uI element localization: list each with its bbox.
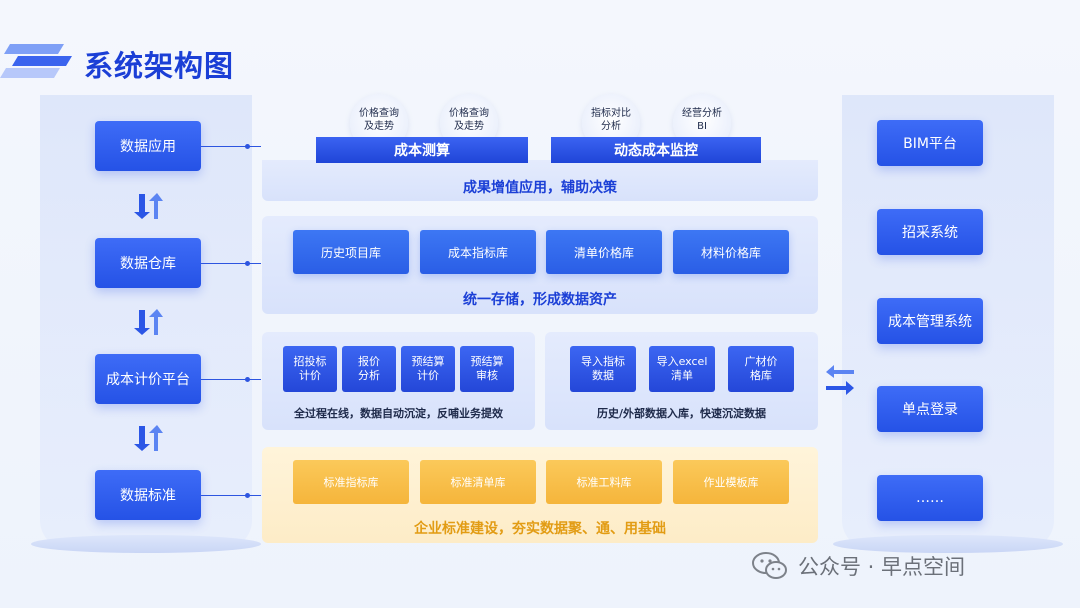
connector-dot [245, 144, 250, 149]
card-history-project-library[interactable]: 历史项目库 [293, 230, 409, 274]
page-title: 系统架构图 [84, 49, 235, 83]
card-standard-material-library[interactable]: 标准工料库 [546, 460, 662, 504]
watermark-text: 公众号 · 早点空间 [798, 555, 966, 579]
card-standard-bill-library[interactable]: 标准清单库 [420, 460, 536, 504]
wechat-icon [752, 552, 787, 579]
title-stripes-icon [0, 44, 72, 78]
card-settlement-audit[interactable]: 预结算 审核 [460, 346, 514, 392]
up-down-arrow-icon [134, 193, 163, 219]
standard-layer-caption: 企业标准建设，夯实数据聚、通、用基础 [414, 521, 666, 537]
right-item-cost-management-system[interactable]: 成本管理系统 [877, 298, 983, 344]
left-item-data-application[interactable]: 数据应用 [95, 121, 201, 171]
connector-line [201, 379, 261, 380]
top-layer-caption: 成果增值应用，辅助决策 [463, 180, 617, 196]
card-cost-indicator-library[interactable]: 成本指标库 [420, 230, 536, 274]
storage-layer-caption: 统一存储，形成数据资产 [463, 292, 617, 308]
card-import-indicator-data[interactable]: 导入指标 数据 [570, 346, 636, 392]
up-down-arrow-icon [134, 425, 163, 451]
header-dynamic-cost-monitoring[interactable]: 动态成本监控 [551, 137, 761, 163]
card-import-excel-bill[interactable]: 导入excel 清单 [649, 346, 715, 392]
right-column-base [833, 535, 1063, 553]
watermark: 公众号 · 早点空间 [752, 551, 965, 581]
card-work-template-library[interactable]: 作业模板库 [673, 460, 789, 504]
card-bidding-pricing[interactable]: 招投标 计价 [283, 346, 337, 392]
right-item-more[interactable]: …… [877, 475, 983, 521]
card-settlement-pricing[interactable]: 预结算 计价 [401, 346, 455, 392]
card-standard-indicator-library[interactable]: 标准指标库 [293, 460, 409, 504]
card-material-price-library[interactable]: 材料价格库 [673, 230, 789, 274]
right-item-procurement-system[interactable]: 招采系统 [877, 209, 983, 255]
left-right-arrow-icon [826, 365, 854, 395]
up-down-arrow-icon [134, 309, 163, 335]
connector-line [201, 146, 261, 147]
right-item-single-sign-on[interactable]: 单点登录 [877, 386, 983, 432]
connector-dot [245, 493, 250, 498]
card-bill-price-library[interactable]: 清单价格库 [546, 230, 662, 274]
process-right-caption: 历史/外部数据入库，快速沉淀数据 [596, 407, 767, 420]
right-item-bim-platform[interactable]: BIM平台 [877, 120, 983, 166]
left-item-data-standard[interactable]: 数据标准 [95, 470, 201, 520]
connector-line [201, 263, 261, 264]
left-column-base [31, 535, 261, 553]
header-cost-estimation[interactable]: 成本测算 [316, 137, 528, 163]
process-left-caption: 全过程在线，数据自动沉淀，反哺业务提效 [294, 407, 503, 420]
connector-dot [245, 261, 250, 266]
left-item-data-warehouse[interactable]: 数据仓库 [95, 238, 201, 288]
card-quote-analysis[interactable]: 报价 分析 [342, 346, 396, 392]
left-item-cost-pricing-platform[interactable]: 成本计价平台 [95, 354, 201, 404]
card-guangcai-price-library[interactable]: 广材价 格库 [728, 346, 794, 392]
top-layer-panel [262, 160, 818, 201]
connector-dot [245, 377, 250, 382]
connector-line [201, 495, 261, 496]
